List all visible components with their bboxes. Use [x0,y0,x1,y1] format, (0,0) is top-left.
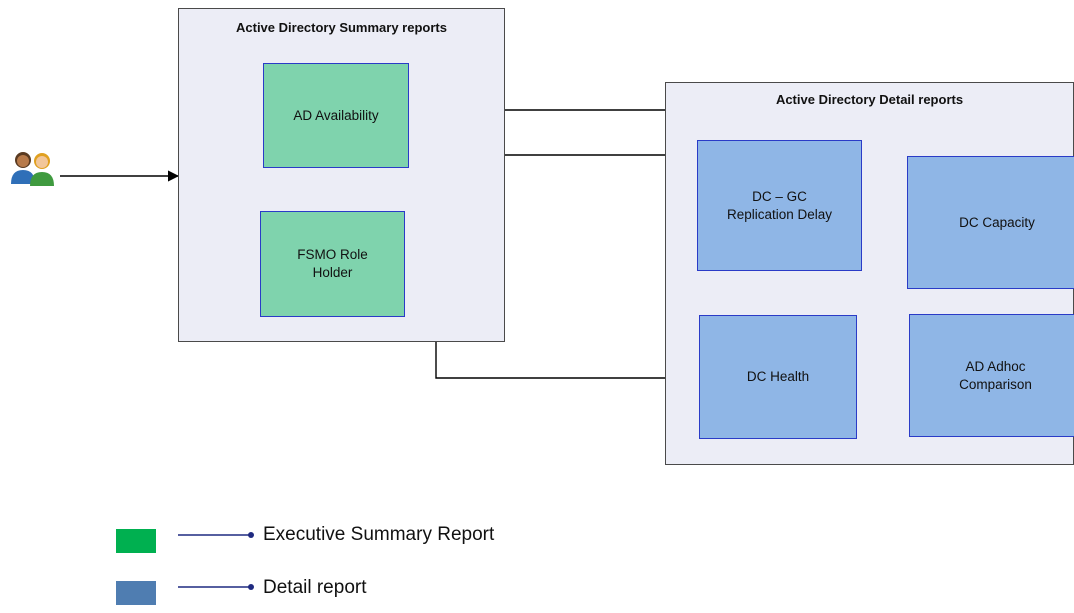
node-ad-adhoc-comparison[interactable]: AD Adhoc Comparison [909,314,1074,437]
users-icon [11,152,54,186]
node-dc-health[interactable]: DC Health [699,315,857,439]
legend-swatch-summary [116,529,156,553]
node-dc-capacity[interactable]: DC Capacity [907,156,1074,289]
summary-group-title: Active Directory Summary reports [236,20,447,35]
node-fsmo-role-holder[interactable]: FSMO Role Holder [260,211,405,317]
detail-group-title: Active Directory Detail reports [775,92,964,107]
node-ad-availability[interactable]: AD Availability [263,63,409,168]
legend-label-detail: Detail report [263,577,367,598]
legend-line-summary [178,532,254,538]
node-ad-adhoc-comparison-label: AD Adhoc Comparison [959,358,1032,392]
node-dc-capacity-label: DC Capacity [959,214,1035,230]
node-dc-gc-replication-delay-label: DC – GC Replication Delay [726,188,833,222]
legend-line-detail [178,584,254,590]
node-dc-gc-replication-delay[interactable]: DC – GC Replication Delay [697,140,862,271]
node-ad-availability-label: AD Availability [293,107,379,123]
legend-swatch-detail [116,581,156,605]
node-dc-health-label: DC Health [746,369,810,384]
node-fsmo-role-holder-label: FSMO Role Holder [297,247,368,280]
legend-label-summary: Executive Summary Report [263,524,495,545]
